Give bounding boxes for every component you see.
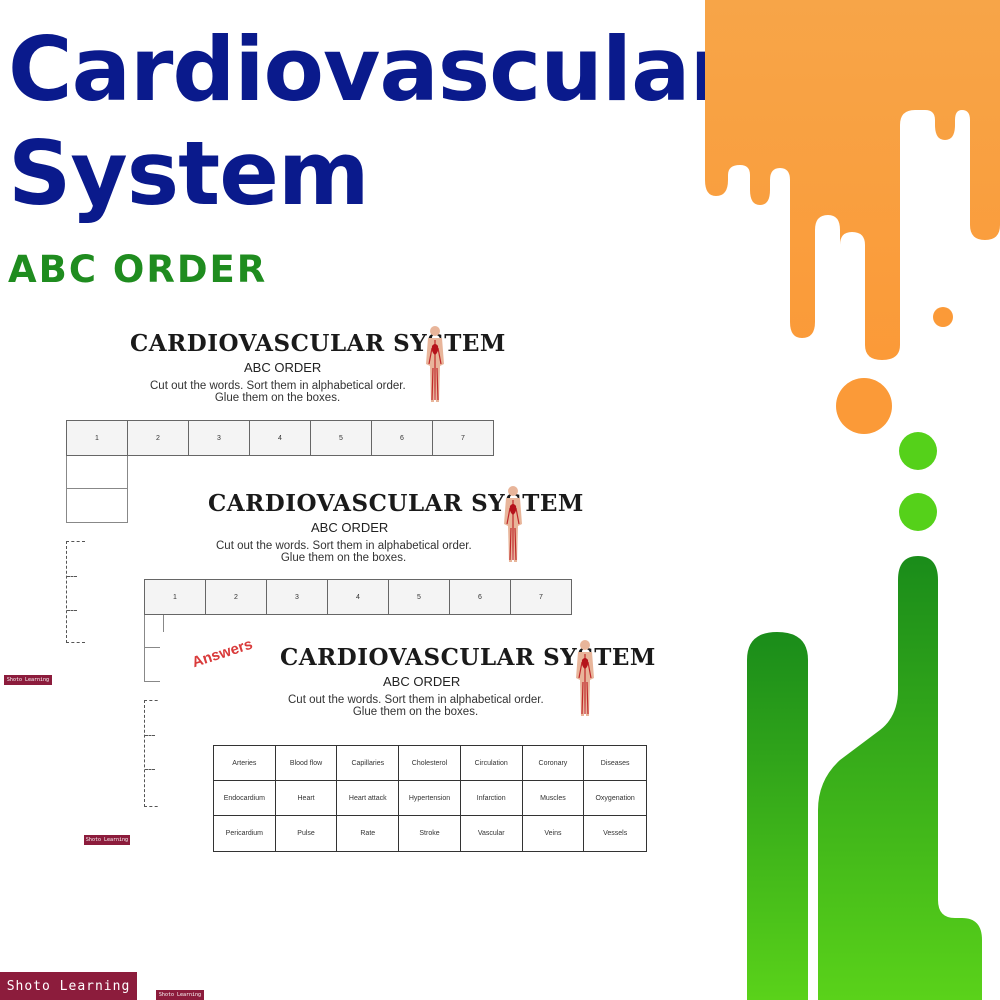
worksheet-subtitle: ABC ORDER — [383, 674, 461, 689]
number-cell: 1 — [145, 580, 206, 614]
orange-dot-large — [836, 378, 892, 434]
title-line-1: Cardiovascular — [8, 18, 733, 121]
answer-cell: Pericardium — [214, 816, 276, 851]
orange-dot-small — [933, 307, 953, 327]
brand-badge: Shoto Learning — [4, 675, 52, 685]
answer-cell: Coronary — [522, 746, 585, 781]
number-cell: 4 — [328, 580, 389, 614]
number-cell: 7 — [511, 580, 571, 614]
answer-cell: Blood flow — [275, 746, 338, 781]
page-subtitle: ABC ORDER — [8, 248, 268, 291]
answer-cell: Heart — [275, 781, 338, 816]
answer-cell: Infarction — [460, 781, 523, 816]
answer-cell: Oxygenation — [584, 781, 646, 816]
worksheet-preview-answers: CARDIOVASCULAR SYSTEM ABC ORDER Cut out … — [160, 632, 660, 992]
answer-cell: Rate — [337, 816, 400, 851]
number-cell: 3 — [189, 421, 250, 455]
title-line-2: System — [8, 122, 370, 225]
brand-badge-large: Shoto Learning — [0, 972, 137, 1000]
human-circulatory-figure-icon — [426, 326, 444, 402]
answer-cell: Circulation — [460, 746, 523, 781]
answer-cell: Muscles — [522, 781, 585, 816]
answer-cell: Pulse — [276, 816, 338, 851]
worksheet-instructions: Cut out the words. Sort them in alphabet… — [150, 380, 406, 404]
answer-cell: Veins — [523, 816, 585, 851]
number-cell: 3 — [267, 580, 328, 614]
cut-out-area — [144, 700, 163, 807]
number-cell: 2 — [206, 580, 267, 614]
human-circulatory-figure-icon — [576, 640, 594, 716]
decorative-drips — [705, 0, 1000, 1000]
number-row: 1 2 3 4 5 6 7 — [144, 579, 572, 615]
brand-badge: Shoto Learning — [156, 990, 204, 1000]
cut-out-area — [66, 541, 85, 643]
answer-cell: Vascular — [461, 816, 523, 851]
answer-cell: Capillaries — [337, 746, 400, 781]
answer-cell: Arteries — [214, 746, 276, 781]
brand-badge: Shoto Learning — [84, 835, 130, 845]
answer-cell: Diseases — [584, 746, 646, 781]
orange-drip — [705, 0, 1000, 360]
glue-box-column — [66, 456, 128, 523]
worksheet-subtitle: ABC ORDER — [244, 360, 322, 375]
answer-cell: Heart attack — [337, 781, 400, 816]
number-cell: 4 — [250, 421, 311, 455]
answer-cell: Endocardium — [214, 781, 276, 816]
number-cell: 6 — [450, 580, 511, 614]
number-cell: 7 — [433, 421, 493, 455]
answer-cell: Vessels — [603, 830, 628, 837]
answer-cell: Hypertension — [399, 781, 461, 816]
worksheet-instructions: Cut out the words. Sort them in alphabet… — [288, 694, 544, 718]
green-bar-right — [818, 556, 982, 1000]
page-title: Cardiovascular System — [8, 18, 733, 226]
number-cell: 2 — [128, 421, 189, 455]
answer-cell: Stroke — [399, 816, 461, 851]
answer-cell: Cholesterol — [399, 746, 461, 781]
number-cell: 6 — [372, 421, 433, 455]
worksheet-subtitle: ABC ORDER — [311, 520, 389, 535]
human-circulatory-figure-icon — [504, 486, 522, 562]
number-cell: 5 — [389, 580, 450, 614]
lime-dot-2 — [899, 493, 937, 531]
number-cell: 5 — [311, 421, 372, 455]
worksheet-instructions: Cut out the words. Sort them in alphabet… — [216, 540, 472, 564]
green-bar-left — [747, 632, 808, 1000]
lime-dot-1 — [899, 432, 937, 470]
number-row: 1 2 3 4 5 6 7 — [66, 420, 494, 456]
number-cell: 1 — [67, 421, 128, 455]
white-gap-strip — [808, 700, 818, 1000]
